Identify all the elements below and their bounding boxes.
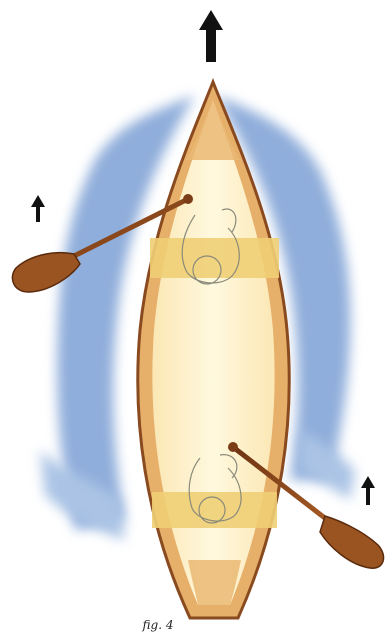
figure-caption: fig. 4 — [128, 618, 188, 632]
arrow-up-icon — [31, 195, 45, 222]
right-paddle-blade — [320, 516, 384, 568]
arrow-up-icon — [199, 10, 223, 62]
arrow-up-icon — [361, 476, 375, 505]
